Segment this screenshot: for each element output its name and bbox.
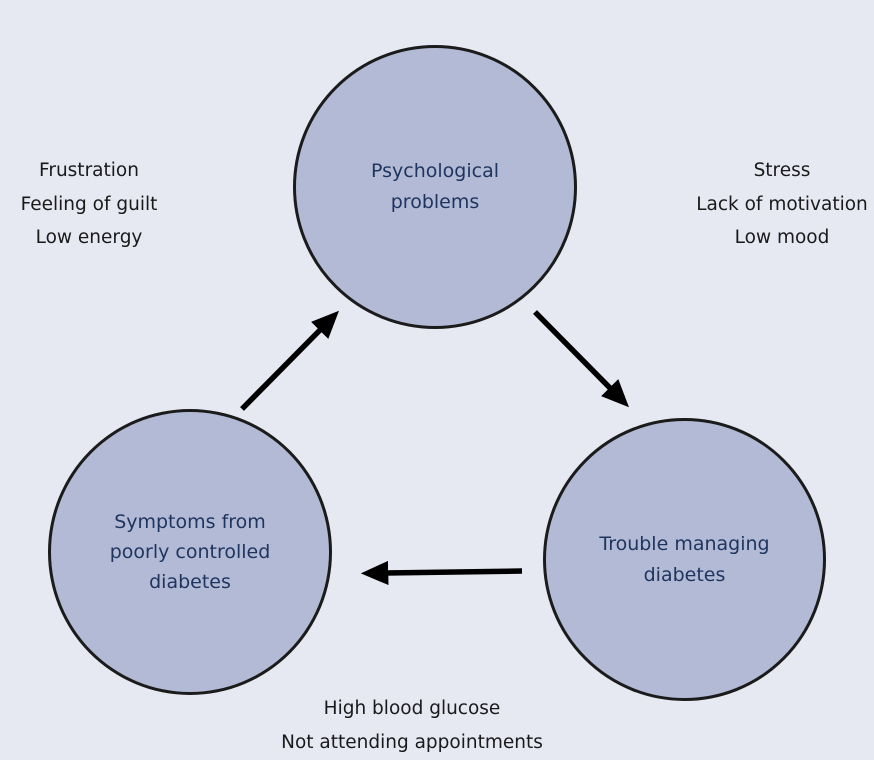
node-label-line: Psychological <box>371 160 499 183</box>
node-symptoms-poorly-controlled: Symptoms from poorly controlled diabetes <box>48 409 332 695</box>
annotation-line: Lack of motivation <box>696 193 868 215</box>
node-label-line: Symptoms from <box>114 510 266 533</box>
arrow-symptoms-to-psychological <box>240 310 340 411</box>
annotation-top-right: Stress Lack of motivation Low mood <box>686 154 874 255</box>
annotation-line: Stress <box>753 160 811 181</box>
annotation-line: High blood glucose <box>323 698 501 719</box>
annotation-line: Low mood <box>734 227 830 248</box>
annotation-bottom: High blood glucose Not attending appoint… <box>262 692 562 759</box>
arrow-psychological-to-trouble <box>533 310 630 408</box>
arrow-trouble-to-symptoms <box>360 560 523 586</box>
annotation-top-left: Frustration Feeling of guilt Low energy <box>0 154 178 255</box>
node-label-line: Trouble managing <box>599 532 770 555</box>
node-trouble-managing-diabetes: Trouble managing diabetes <box>543 418 826 701</box>
annotation-line: Not attending appointments <box>281 731 543 753</box>
annotation-line: Frustration <box>39 160 139 181</box>
annotation-line: Low energy <box>35 227 143 248</box>
node-label-line: problems <box>390 191 480 213</box>
node-label-line: diabetes <box>643 563 726 586</box>
node-psychological-problems: Psychological problems <box>293 45 577 329</box>
annotation-line: Feeling of guilt <box>20 193 158 215</box>
node-label-line: diabetes <box>149 571 231 593</box>
node-label-line: poorly controlled <box>109 540 271 563</box>
